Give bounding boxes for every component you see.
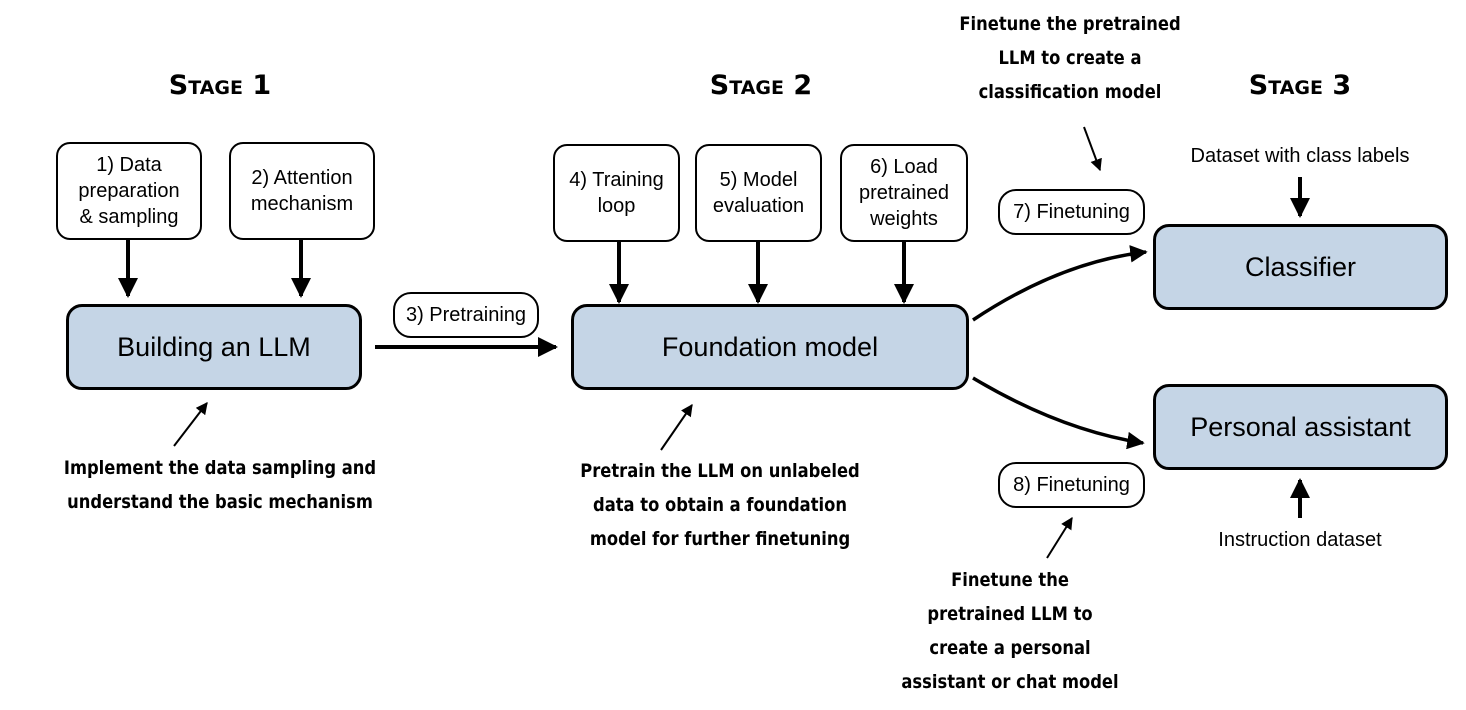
dataset-class-labels-label: Dataset with class labels (1190, 145, 1410, 167)
pointer-classification-note (1083, 126, 1102, 172)
classifier-box: Classifier (1153, 224, 1448, 310)
step-pretraining: 3) Pretraining (393, 292, 539, 338)
pointer-assistant-note (1046, 516, 1073, 559)
step-training-loop: 4) Training loop (553, 144, 680, 242)
stage-2-note: Pretrain the LLM on unlabeled data to ob… (580, 460, 860, 550)
assistant-note: Finetune the pretrained LLM to create a … (901, 569, 1119, 693)
step-load-pretrained-weights: 6) Load pretrained weights (840, 144, 968, 242)
arrow-foundation-to-assistant (972, 376, 1145, 450)
building-llm-box: Building an LLM (66, 304, 362, 390)
stage-3-heading: Stage 3 (1248, 70, 1352, 101)
step-finetuning-assistant: 8) Finetuning (998, 462, 1145, 508)
classification-note: Finetune the pretrained LLM to create a … (959, 13, 1181, 103)
stage-2-heading: Stage 2 (709, 70, 813, 101)
personal-assistant-box: Personal assistant (1153, 384, 1448, 470)
foundation-model-box: Foundation model (571, 304, 969, 390)
step-data-preparation: 1) Data preparation & sampling (56, 142, 202, 240)
instruction-dataset-label: Instruction dataset (1218, 529, 1382, 551)
step-model-evaluation: 5) Model evaluation (695, 144, 822, 242)
stage-1-note: Implement the data sampling and understa… (63, 457, 377, 513)
step-attention-mechanism: 2) Attention mechanism (229, 142, 375, 240)
step-finetuning-classifier: 7) Finetuning (998, 189, 1145, 235)
stage-1-heading: Stage 1 (168, 70, 272, 101)
pointer-stage2-note (660, 404, 693, 451)
arrow-foundation-to-classifier (972, 245, 1148, 322)
pointer-stage1-note (173, 402, 208, 447)
